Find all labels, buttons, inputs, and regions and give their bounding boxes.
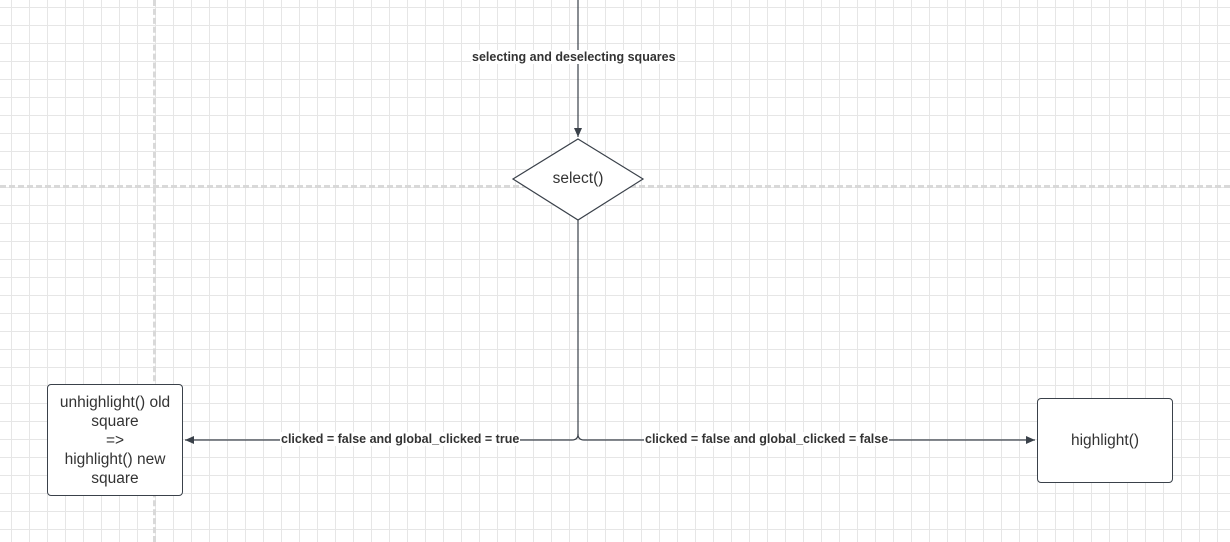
unhighlight-node-label: unhighlight() old square => highlight() …	[59, 393, 171, 487]
left-edge-label: clicked = false and global_clicked = tru…	[280, 432, 521, 446]
right-edge-label: clicked = false and global_clicked = fal…	[644, 432, 890, 446]
highlight-node[interactable]: highlight()	[1037, 398, 1173, 483]
right-branch-connector[interactable]	[577, 433, 1035, 444]
unhighlight-node[interactable]: unhighlight() old square => highlight() …	[47, 384, 183, 496]
incoming-edge-label: selecting and deselecting squares	[471, 50, 677, 64]
page-boundary-vertical	[153, 0, 156, 542]
highlight-node-label: highlight()	[1070, 432, 1140, 449]
decision-node-label: select()	[552, 170, 604, 187]
